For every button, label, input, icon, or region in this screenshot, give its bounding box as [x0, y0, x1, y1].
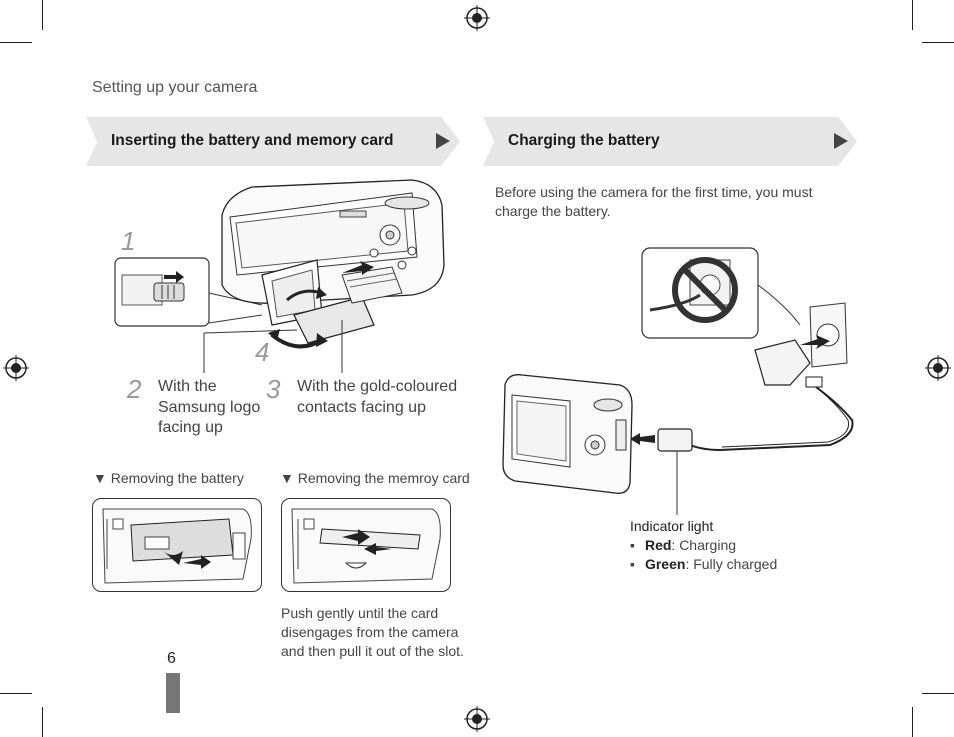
section-banner-charging: Charging the battery — [483, 117, 857, 166]
step2-text: With the Samsung logo facing up — [158, 378, 261, 436]
step-number-4: 4 — [255, 337, 270, 367]
remove-card-figure — [281, 498, 451, 592]
removing-card-text: Removing the memroy card — [297, 470, 470, 486]
charging-illustration — [502, 247, 854, 515]
registration-mark-icon — [464, 706, 490, 732]
indicator-light-block: Indicator light ▪ Red: Charging ▪ Green: F… — [630, 517, 850, 574]
triangle-down-icon: ▼ — [280, 470, 294, 486]
crop-mark — [42, 0, 43, 30]
registration-mark-icon — [3, 355, 29, 381]
step3-text: With the gold-coloured contacts facing u… — [297, 378, 458, 416]
step-number-1: 1 — [121, 226, 136, 256]
section-banner-battery-card: Inserting the battery and memory card — [86, 117, 460, 166]
removing-battery-label: ▼ Removing the battery — [93, 469, 244, 488]
indicator-red-text: : Charging — [671, 537, 737, 553]
page-number: 6 — [167, 650, 176, 667]
remove-battery-illustration — [102, 508, 252, 584]
indicator-heading: Indicator light — [630, 518, 714, 534]
section-header: Setting up your camera — [92, 79, 258, 96]
removing-card-label: ▼ Removing the memroy card — [280, 469, 470, 488]
indicator-green-label: Green — [644, 556, 686, 572]
step-number-3: 3 — [266, 374, 281, 404]
list-item: ▪ Red: Charging — [630, 536, 850, 555]
triangle-down-icon: ▼ — [93, 470, 107, 486]
crop-mark — [912, 0, 913, 30]
crop-mark — [922, 693, 954, 694]
section-title: Charging the battery — [508, 132, 660, 149]
crop-mark — [912, 707, 913, 737]
bullet-icon: ▪ — [630, 556, 635, 572]
crop-mark — [0, 693, 32, 694]
section-title: Inserting the battery and memory card — [111, 132, 394, 149]
step-number-2: 2 — [127, 374, 142, 404]
indicator-red-label: Red — [644, 537, 672, 553]
crop-mark — [922, 42, 954, 43]
registration-mark-icon — [925, 355, 951, 381]
indicator-list: ▪ Red: Charging ▪ Green: Fully charged — [630, 536, 850, 574]
list-item: ▪ Green: Fully charged — [630, 555, 850, 574]
play-arrow-icon — [436, 133, 450, 149]
crop-mark — [0, 42, 32, 43]
crop-mark — [42, 707, 43, 737]
play-arrow-icon — [834, 133, 848, 149]
remove-card-illustration — [291, 508, 441, 584]
camera-battery-illustration — [114, 179, 445, 373]
remove-battery-figure — [92, 498, 262, 592]
indicator-green-text: : Fully charged — [685, 556, 778, 572]
page-bar — [166, 673, 180, 713]
charging-intro: Before using the camera for the first ti… — [495, 184, 813, 219]
removing-battery-text: Removing the battery — [110, 470, 244, 486]
push-note: Push gently until the card disengages fr… — [281, 605, 464, 659]
bullet-icon: ▪ — [630, 537, 635, 553]
registration-mark-icon — [464, 5, 490, 31]
